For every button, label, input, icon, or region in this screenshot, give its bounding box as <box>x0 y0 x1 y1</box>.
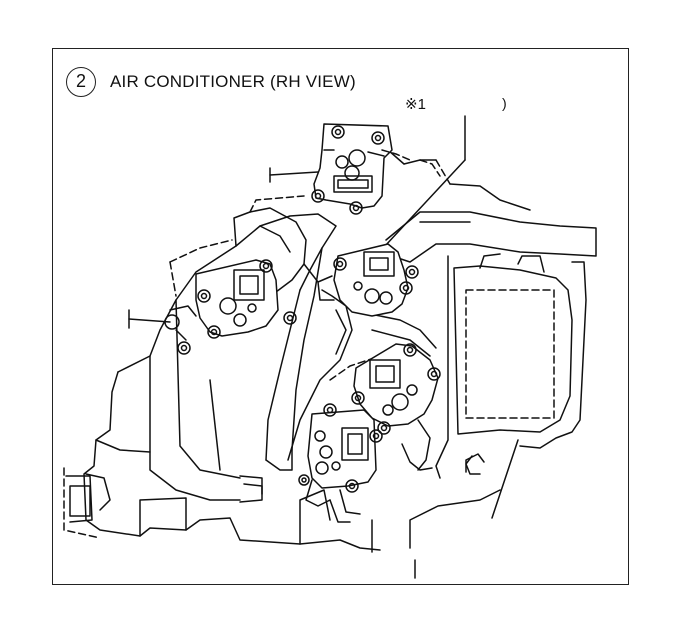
servo-actuator-upper <box>311 123 393 215</box>
servo-actuator-left <box>164 259 297 355</box>
unit-housing <box>63 213 381 551</box>
servo-actuator-lower <box>298 403 383 515</box>
diagram-frame <box>52 48 629 585</box>
blower-duct <box>169 195 335 471</box>
evaporator-case <box>409 253 587 549</box>
callout-lines <box>128 115 519 579</box>
servo-actuator-right <box>351 343 441 471</box>
reference-mark: ※1 <box>405 96 426 113</box>
diagram-title: AIR CONDITIONER (RH VIEW) <box>110 72 356 91</box>
reference-tail: ) <box>502 95 507 111</box>
section-number: 2 <box>66 67 96 97</box>
servo-actuator-center <box>333 243 419 317</box>
misc-clips <box>243 149 481 523</box>
refrigerant-pipe <box>385 149 597 263</box>
